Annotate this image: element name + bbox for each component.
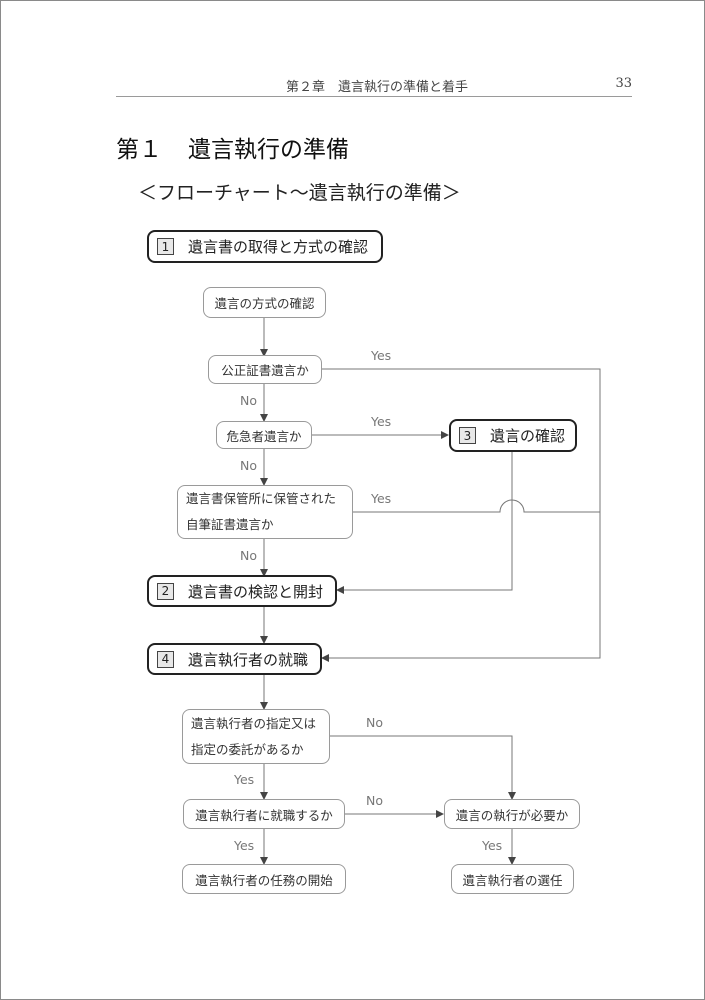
page-number: 33	[615, 76, 632, 91]
node-designated: 遺言執行者の指定又は 指定の委託があるか	[182, 709, 330, 764]
node-designated-line1: 遺言執行者の指定又は	[191, 715, 317, 731]
node-holographic-line2: 自筆証書遺言か	[186, 517, 274, 532]
step-3-number: 3	[459, 427, 476, 444]
node-holographic-line1: 遺言書保管所に保管された	[186, 491, 337, 506]
step-1-box: 1 遺言書の取得と方式の確認	[147, 230, 383, 263]
label-emergency-no: No	[240, 458, 257, 473]
edge-step3-to-step2	[336, 452, 513, 594]
label-notarized-no: No	[240, 393, 257, 408]
label-holographic-yes: Yes	[371, 491, 392, 506]
step-2-box: 2 遺言書の検認と開封	[147, 575, 337, 607]
label-accept-no: No	[366, 793, 383, 808]
node-check-form: 遺言の方式の確認	[203, 287, 326, 318]
edge-designated-no	[330, 735, 516, 800]
label-accept-yes: Yes	[234, 838, 255, 853]
node-start-duties: 遺言執行者の任務の開始	[182, 864, 346, 894]
step-3-label: 遺言の確認	[490, 427, 566, 445]
flowchart-subtitle: ＜フローチャート～遺言執行の準備＞	[138, 182, 461, 204]
node-holographic: 遺言書保管所に保管された 自筆証書遺言か	[177, 485, 353, 539]
section-number: 第１	[116, 137, 162, 163]
running-header: 第２章 遺言執行の準備と着手 33	[116, 74, 632, 97]
section-title: 遺言執行の準備	[188, 137, 349, 163]
step-4-label: 遺言執行者の就職	[188, 650, 309, 669]
label-execution-yes: Yes	[482, 838, 503, 853]
label-notarized-yes: Yes	[371, 348, 392, 363]
step-4-box: 4 遺言執行者の就職	[147, 643, 322, 675]
step-4-number: 4	[157, 650, 174, 668]
label-emergency-yes: Yes	[371, 414, 392, 429]
label-holographic-no: No	[240, 548, 257, 563]
step-1-label: 遺言書の取得と方式の確認	[188, 238, 369, 256]
node-designated-line2: 指定の委託があるか	[191, 741, 304, 757]
node-accept: 遺言執行者に就職するか	[183, 799, 345, 829]
edge-notarized-yes	[321, 368, 601, 662]
label-designated-yes: Yes	[234, 772, 255, 787]
step-2-number: 2	[157, 582, 174, 600]
node-notarized: 公正証書遺言か	[208, 355, 322, 384]
running-title: 第２章 遺言執行の準備と着手	[286, 80, 469, 95]
node-appoint: 遺言執行者の選任	[451, 864, 574, 894]
step-2-label: 遺言書の検認と開封	[188, 582, 324, 601]
section-heading: 第１ 遺言執行の準備	[116, 130, 349, 164]
step-1-number: 1	[157, 238, 174, 255]
step-3-box: 3 遺言の確認	[449, 419, 577, 452]
label-designated-no: No	[366, 715, 383, 730]
node-emergency: 危急者遺言か	[216, 421, 312, 449]
node-execution-needed: 遺言の執行が必要か	[444, 799, 580, 829]
